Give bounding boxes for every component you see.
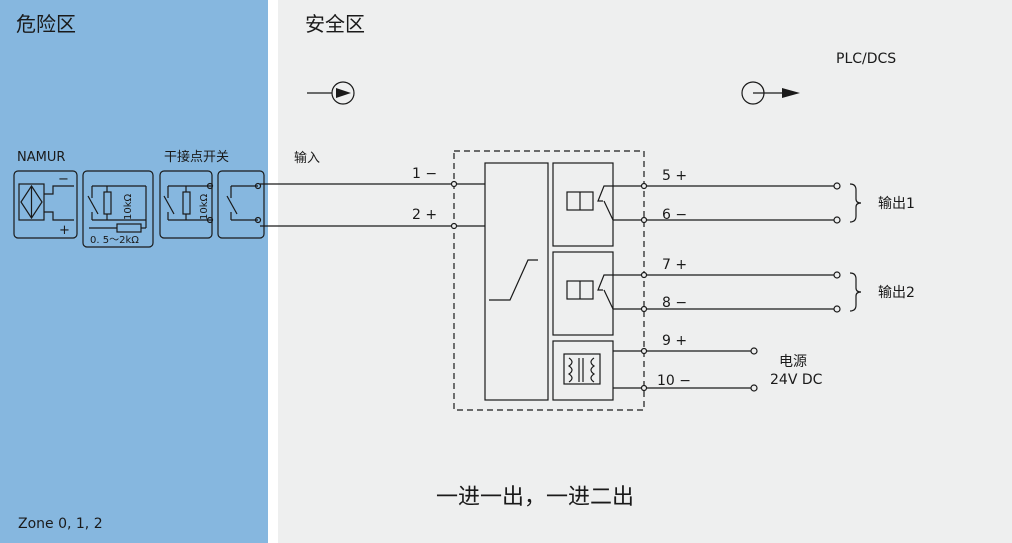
resistor-10k-label-a: 10kΩ xyxy=(123,193,134,220)
terminal-10: 10 − xyxy=(657,373,691,389)
terminal-6: 6 − xyxy=(662,207,687,223)
resistor-10k-label-b: 10kΩ xyxy=(199,193,210,220)
output-1-label: 输出1 xyxy=(878,196,915,212)
input-block xyxy=(484,162,549,401)
terminal-7: 7 + xyxy=(662,257,687,273)
output-2-brace xyxy=(849,272,862,312)
zone-label: Zone 0, 1, 2 xyxy=(18,516,103,532)
output-arrow-icon xyxy=(741,81,800,105)
relay-2-icon xyxy=(552,251,614,336)
input-label: 输入 xyxy=(294,150,320,166)
isolator-module-boundary xyxy=(453,150,645,411)
terminal-5: 5 + xyxy=(662,168,687,184)
hazard-zone-bg xyxy=(0,0,268,543)
namur-label: NAMUR xyxy=(17,150,65,165)
terminal-9: 9 + xyxy=(662,333,687,349)
power-transformer-icon xyxy=(552,340,614,401)
terminal-1: 1 − xyxy=(412,166,437,182)
output-2-label: 输出2 xyxy=(878,285,915,301)
power-spec: 24V DC xyxy=(770,372,823,388)
relay-1-icon xyxy=(552,162,614,247)
namur-minus-sign: − xyxy=(58,172,69,187)
contact-resistor-network-icon xyxy=(82,170,154,248)
namur-sensor-icon xyxy=(13,170,78,239)
safe-zone-title: 安全区 xyxy=(305,12,365,36)
terminal-8: 8 − xyxy=(662,295,687,311)
footer-caption: 一进一出，一进二出 xyxy=(436,485,634,510)
power-title: 电源 xyxy=(779,354,807,370)
output-1-brace xyxy=(849,183,862,223)
terminal-2: 2 + xyxy=(412,207,437,223)
dry-contact-label: 干接点开关 xyxy=(164,149,229,165)
plc-dcs-label: PLC/DCS xyxy=(836,51,896,67)
safe-zone-bg xyxy=(278,0,1012,543)
dry-contact-icon xyxy=(217,170,265,239)
dry-contact-resistor-icon xyxy=(159,170,214,239)
namur-plus-sign: + xyxy=(59,223,70,238)
hazard-zone-title: 危险区 xyxy=(16,12,76,36)
input-arrow-icon xyxy=(307,81,355,105)
resistor-range-label: 0. 5～2kΩ xyxy=(90,235,139,246)
